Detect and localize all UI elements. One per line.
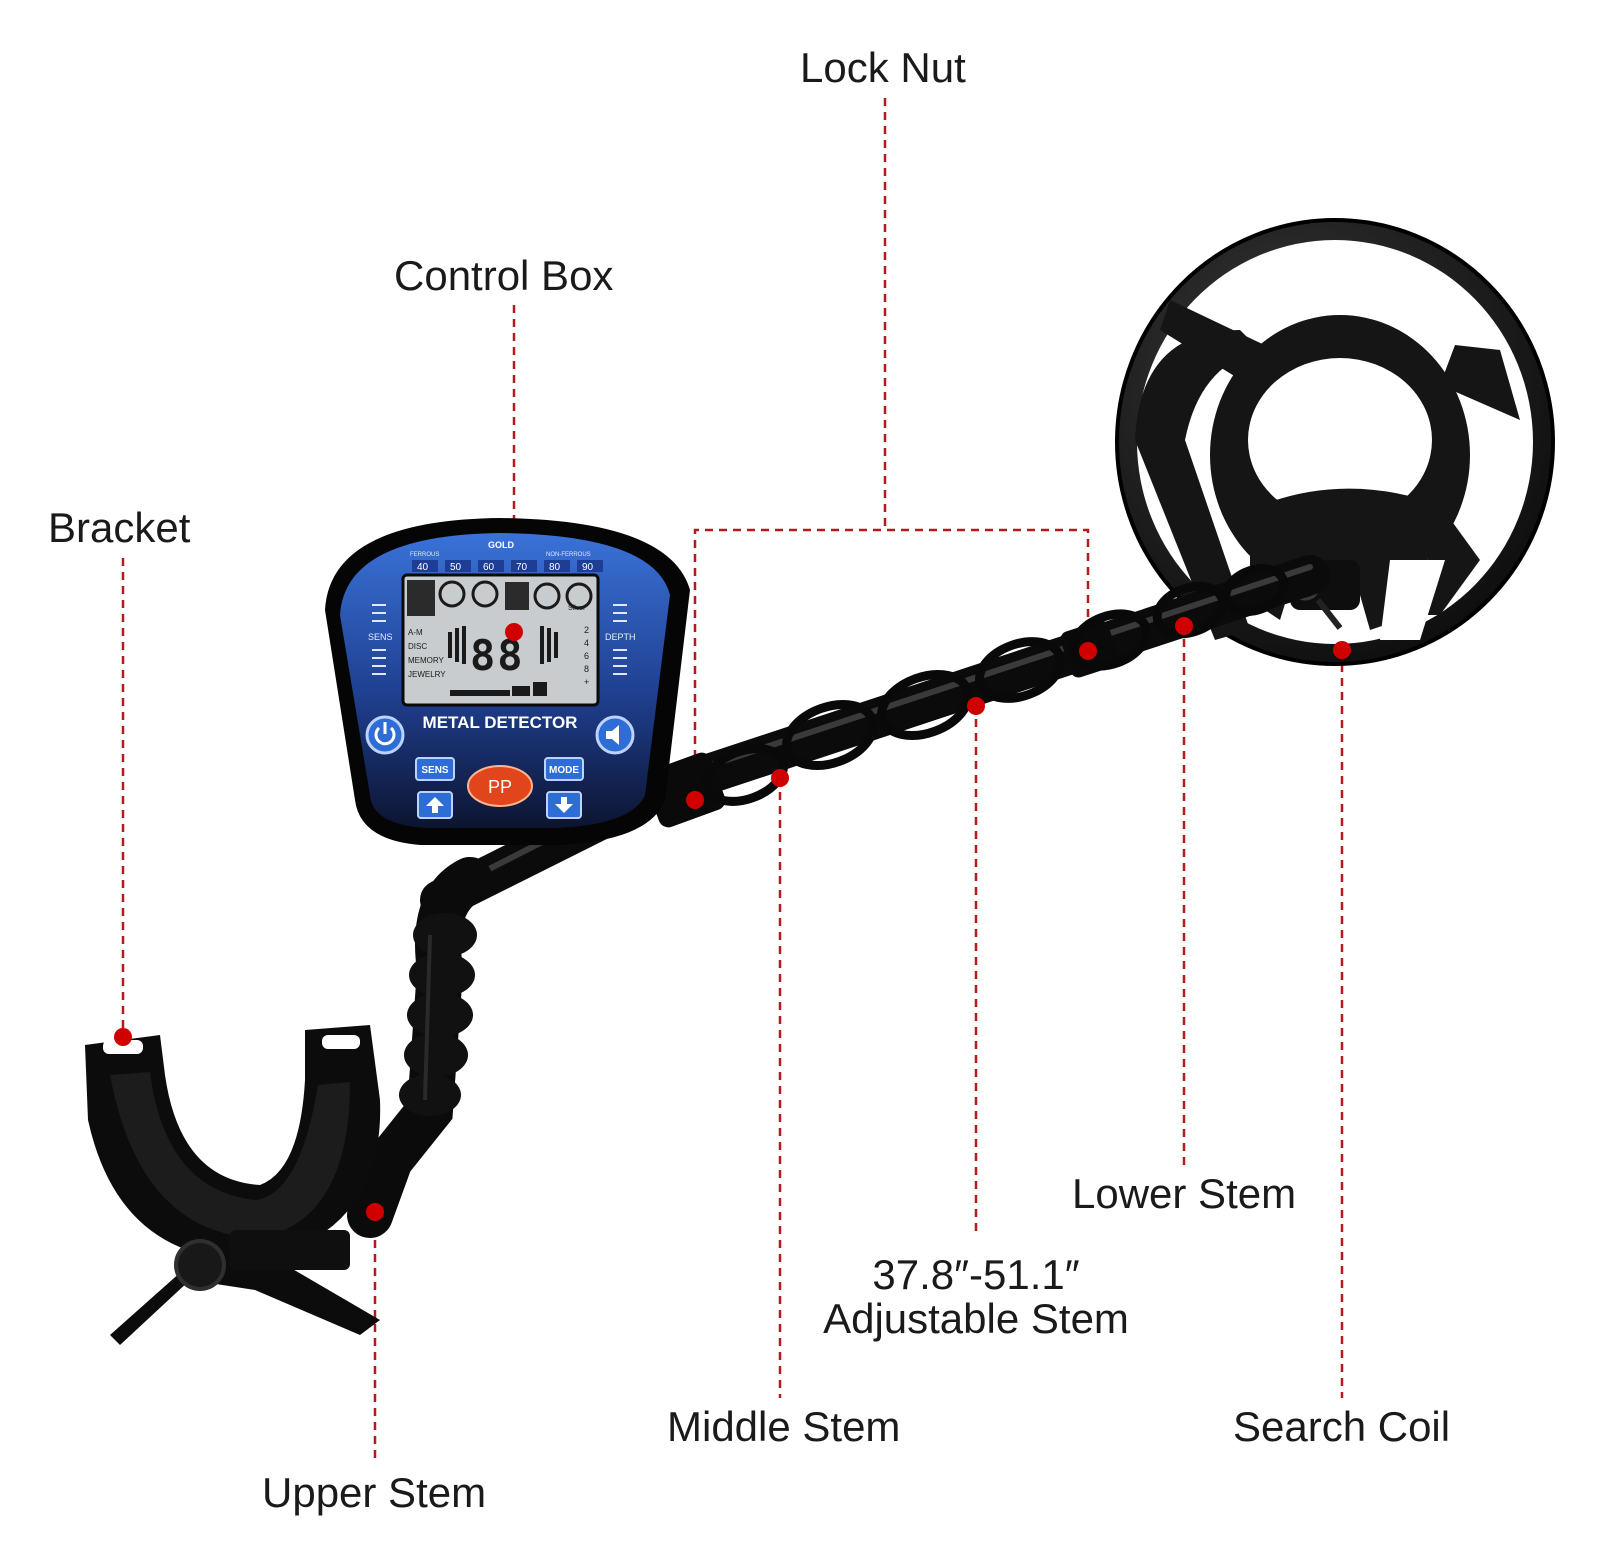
depth-side-label: DEPTH (605, 632, 636, 642)
arrow-down-button[interactable] (546, 791, 582, 819)
marker-middle-stem (771, 769, 789, 787)
leader-lock-nut-bracket (693, 528, 1090, 800)
lcd-signal-bars (448, 626, 558, 696)
marker-upper-stem (366, 1203, 384, 1221)
arrow-down-icon (555, 797, 573, 813)
scale-number: 90 (582, 562, 594, 573)
volume-icon (606, 725, 619, 745)
marker-bracket (114, 1028, 132, 1046)
lcd-mode: MEMORY (408, 656, 445, 665)
lcd-silver: Silver (568, 605, 586, 612)
lcd-mode: JEWELRY (408, 670, 446, 679)
handle-grip (347, 857, 493, 1238)
marker-search-coil (1333, 641, 1351, 659)
lcd-depth-number: 2 (584, 625, 589, 635)
scale-box (544, 560, 570, 572)
lcd-mode: A-M (408, 628, 423, 637)
label-control-box: Control Box (394, 252, 614, 299)
arrow-up-button[interactable] (417, 791, 453, 819)
scale-number: 80 (549, 562, 561, 573)
mode-button[interactable]: MODE (544, 757, 584, 781)
lcd-target-icons (407, 580, 593, 616)
lcd-depth-number: 4 (584, 638, 589, 648)
scale-number: 60 (483, 562, 495, 573)
sens-side-label: SENS (368, 632, 393, 642)
scale-box (511, 560, 537, 572)
lcd-depth-number: + (584, 677, 589, 687)
marker-lock-nut-left (686, 791, 704, 809)
lcd-depth-number: 6 (584, 651, 589, 661)
search-coil (1115, 218, 1555, 666)
label-adjustable-size: 37.8″-51.1″ (872, 1251, 1080, 1298)
marker-adjustable-stem (967, 697, 985, 715)
scale-gold: GOLD (488, 540, 514, 550)
marker-lock-nut-right (1079, 642, 1097, 660)
sens-button[interactable]: SENS (415, 757, 455, 781)
label-search-coil: Search Coil (1233, 1403, 1451, 1450)
label-upper-stem: Upper Stem (262, 1469, 487, 1516)
lcd-mode: DISC (408, 642, 427, 651)
label-lower-stem: Lower Stem (1072, 1170, 1297, 1217)
label-bracket: Bracket (48, 504, 191, 551)
marker-control-box (505, 623, 523, 641)
volume-button[interactable] (595, 715, 635, 755)
arm-bracket (85, 1025, 381, 1345)
scale-ferrous: FERROUS (410, 552, 439, 558)
marker-dots (114, 617, 1351, 1221)
scale-nonferrous: NON-FERROUS (546, 552, 591, 558)
label-adjustable-stem: Adjustable Stem (823, 1295, 1129, 1342)
pp-button-label: PP (488, 777, 512, 797)
power-icon (374, 722, 396, 746)
scale-number: 50 (450, 562, 462, 573)
label-middle-stem: Middle Stem (667, 1403, 901, 1450)
arrow-up-icon (426, 797, 444, 813)
sens-button-label: SENS (421, 765, 449, 776)
marker-lower-stem (1175, 617, 1193, 635)
power-button[interactable] (365, 715, 405, 755)
scale-box (412, 560, 438, 572)
control-box: FERROUS GOLD NON-FERROUS 40 50 60 70 80 90 Si… (325, 518, 690, 845)
lcd-depth-numbers: 2 4 6 8 + (584, 625, 589, 687)
label-lock-nut: Lock Nut (800, 44, 966, 91)
brand-label: METAL DETECTOR (423, 713, 578, 732)
lcd-depth-number: 8 (584, 664, 589, 674)
scale-number: 70 (516, 562, 528, 573)
lcd-modes: A-M DISC MEMORY JEWELRY (408, 628, 446, 679)
scale-box (445, 560, 471, 572)
pp-button[interactable]: PP (467, 765, 533, 807)
scale-box (577, 560, 603, 572)
scale-numbers: 40 50 60 70 80 90 (412, 560, 603, 573)
scale-number: 40 (417, 562, 429, 573)
mode-button-label: MODE (549, 765, 579, 776)
scale-box (478, 560, 504, 572)
